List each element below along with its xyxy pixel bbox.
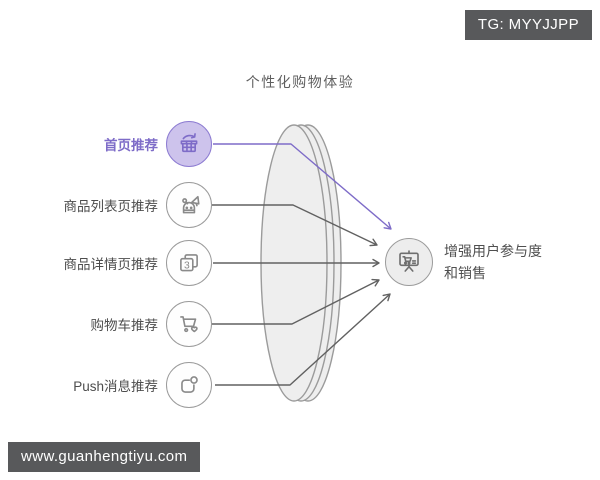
outcome-label: 增强用户参与度 和销售 [444, 240, 542, 284]
outcome-label-line2: 和销售 [444, 265, 486, 281]
source-label: Push消息推荐 [73, 379, 158, 394]
source-node-circle [166, 182, 212, 228]
source-node-product-detail: 商品详情页推荐 3 [0, 240, 212, 286]
source-node-circle [166, 362, 212, 408]
announcer-megaphone-icon [182, 195, 200, 214]
source-label: 商品详情页推荐 [63, 257, 159, 272]
source-node-circle [166, 121, 212, 167]
connector-push-to-outcome [215, 293, 391, 386]
source-node-circle: 3 [166, 240, 212, 286]
message-notification-icon [181, 376, 198, 393]
connector-cart-to-outcome [210, 278, 380, 325]
outcome-label-line1: 增强用户参与度 [444, 243, 542, 259]
cart-heart-icon [180, 316, 198, 333]
source-node-homepage: 首页推荐 [0, 121, 212, 167]
stacked-pages-icon: 3 [180, 254, 198, 271]
telegram-badge: TG: MYYJJPP [464, 10, 592, 40]
source-node-circle [166, 301, 212, 347]
outcome-node-circle [385, 238, 433, 286]
diagram-title: 个性化购物体验 [245, 74, 355, 90]
source-node-push-message: Push消息推荐 [0, 362, 212, 408]
connector-list-to-outcome [212, 204, 378, 247]
source-node-product-list: 商品列表页推荐 [0, 182, 212, 228]
page-number-text: 3 [184, 260, 190, 271]
presentation-cart-icon [399, 250, 419, 272]
website-badge: www.guanhengtiyu.com [8, 442, 201, 472]
connector-home-to-outcome [213, 143, 392, 230]
source-label: 商品列表页推荐 [63, 199, 159, 214]
storefront-arrow-icon [180, 133, 198, 153]
source-label: 首页推荐 [104, 138, 158, 153]
source-label: 购物车推荐 [90, 318, 159, 333]
source-node-shopping-cart: 购物车推荐 [0, 301, 212, 347]
